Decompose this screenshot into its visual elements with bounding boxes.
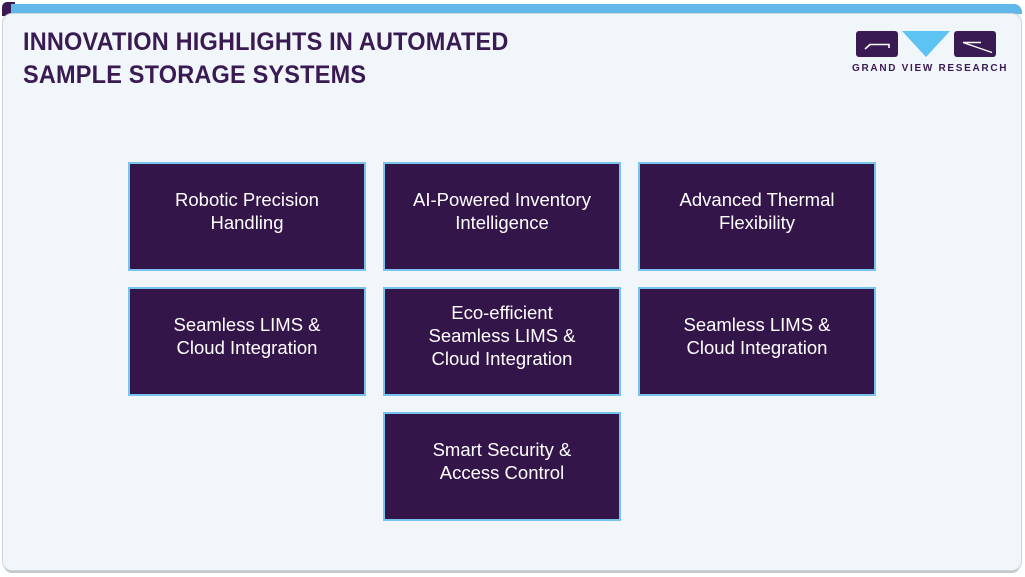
gvr-logo: GRAND VIEW RESEARCH <box>852 31 1009 74</box>
highlight-card-label: Seamless LIMS & Cloud Integration <box>683 313 831 358</box>
gvr-g-icon <box>856 31 898 57</box>
page-title-line-1: INNOVATION HIGHLIGHTS IN AUTOMATED <box>23 28 509 56</box>
highlight-card: Seamless LIMS & Cloud Integration <box>128 287 366 396</box>
page-title-line-2: SAMPLE STORAGE SYSTEMS <box>23 61 367 89</box>
slide-card: INNOVATION HIGHLIGHTS IN AUTOMATED SAMPLE… <box>2 13 1022 571</box>
logo-brand-text: GRAND VIEW RESEARCH <box>852 63 1009 74</box>
top-accent-bar <box>11 4 1022 14</box>
highlight-card: Robotic Precision Handling <box>128 162 366 271</box>
highlight-card-label: Robotic Precision Handling <box>175 188 319 233</box>
gvr-r-icon <box>954 31 996 57</box>
gvr-logo-marks <box>852 31 1000 57</box>
highlight-card-label: Smart Security & Access Control <box>432 438 572 483</box>
highlight-card: AI-Powered Inventory Intelligence <box>383 162 621 271</box>
highlight-card-label: Advanced Thermal Flexibility <box>679 188 835 233</box>
page-title: INNOVATION HIGHLIGHTS IN AUTOMATED SAMPLE… <box>23 26 625 92</box>
highlight-card: Seamless LIMS & Cloud Integration <box>638 287 876 396</box>
gvr-v-icon <box>902 31 950 57</box>
highlight-card-label: AI-Powered Inventory Intelligence <box>413 188 591 233</box>
highlight-card: Eco-efficient Seamless LIMS & Cloud Inte… <box>383 287 621 396</box>
cards-grid: Robotic Precision Handling AI-Powered In… <box>128 162 876 521</box>
highlight-card: Advanced Thermal Flexibility <box>638 162 876 271</box>
highlight-card: Smart Security & Access Control <box>383 412 621 521</box>
highlight-card-label: Seamless LIMS & Cloud Integration <box>173 313 321 358</box>
highlight-card-label: Eco-efficient Seamless LIMS & Cloud Inte… <box>428 302 576 369</box>
